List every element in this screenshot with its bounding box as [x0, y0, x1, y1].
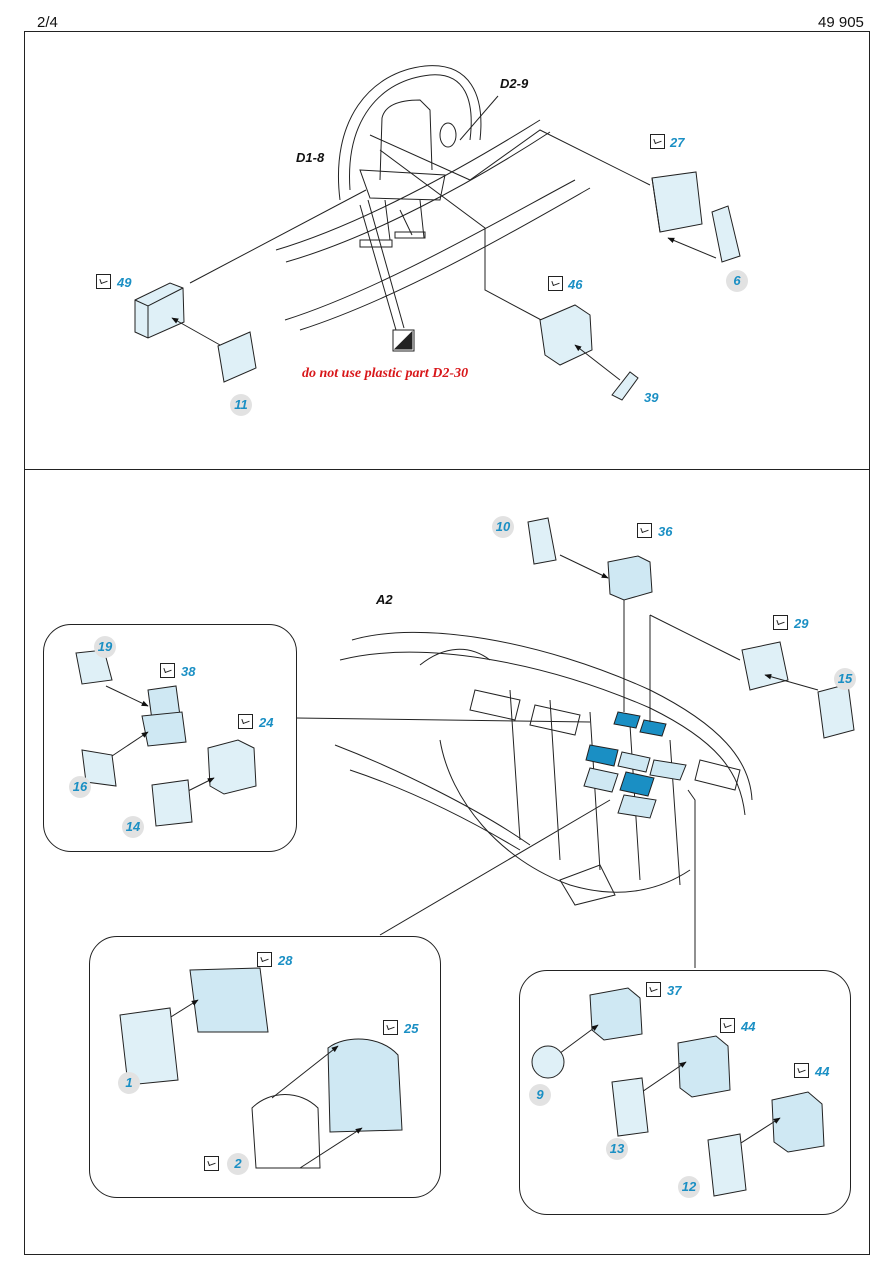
part-number-24: 24 — [259, 715, 274, 730]
check-box-icon — [637, 523, 652, 538]
check-box-icon — [646, 982, 661, 997]
warning-note: do not use plastic part D2-30 — [302, 366, 469, 381]
part-ref-d1-8: D1-8 — [296, 150, 325, 165]
inset-bottom-left — [89, 936, 441, 1198]
check-box-icon — [383, 1020, 398, 1035]
part-number-16: 16 — [69, 776, 91, 798]
part-number-15: 15 — [834, 668, 856, 690]
part-number-14: 14 — [122, 816, 144, 838]
check-box-icon — [773, 615, 788, 630]
part-number-6: 6 — [726, 270, 748, 292]
part-number-2: 2 — [227, 1153, 249, 1175]
part-number-29: 29 — [794, 616, 809, 631]
inset-bottom-right — [519, 970, 851, 1215]
page-number: 2/4 — [37, 14, 58, 31]
check-box-icon — [257, 952, 272, 967]
part-ref-d2-9: D2-9 — [500, 76, 529, 91]
page-frame — [24, 31, 870, 1255]
part-number-37: 37 — [667, 983, 682, 998]
part-number-25: 25 — [404, 1021, 419, 1036]
part-number-12: 12 — [678, 1176, 700, 1198]
part-number-19: 19 — [94, 636, 116, 658]
part-number-9: 9 — [529, 1084, 551, 1106]
part-number-13: 13 — [606, 1138, 628, 1160]
part-number-39: 39 — [644, 390, 659, 405]
product-code: 49 905 — [818, 14, 864, 31]
check-box-icon — [160, 663, 175, 678]
part-number-28: 28 — [278, 953, 293, 968]
part-ref-a2: A2 — [376, 592, 393, 607]
inset-left — [43, 624, 297, 852]
check-box-icon — [720, 1018, 735, 1033]
part-number-1: 1 — [118, 1072, 140, 1094]
part-number-49: 49 — [117, 275, 132, 290]
check-box-icon — [204, 1156, 219, 1171]
check-box-icon — [794, 1063, 809, 1078]
check-box-icon — [96, 274, 111, 289]
part-number-44: 44 — [741, 1019, 756, 1034]
part-number-10: 10 — [492, 516, 514, 538]
check-box-icon — [650, 134, 665, 149]
part-number-27: 27 — [670, 135, 685, 150]
panel-divider — [24, 469, 870, 470]
part-number-46: 46 — [568, 277, 583, 292]
part-number-11: 11 — [230, 394, 252, 416]
part-number-38: 38 — [181, 664, 196, 679]
part-number-44: 44 — [815, 1064, 830, 1079]
check-box-icon — [238, 714, 253, 729]
check-box-icon — [548, 276, 563, 291]
part-number-36: 36 — [658, 524, 673, 539]
